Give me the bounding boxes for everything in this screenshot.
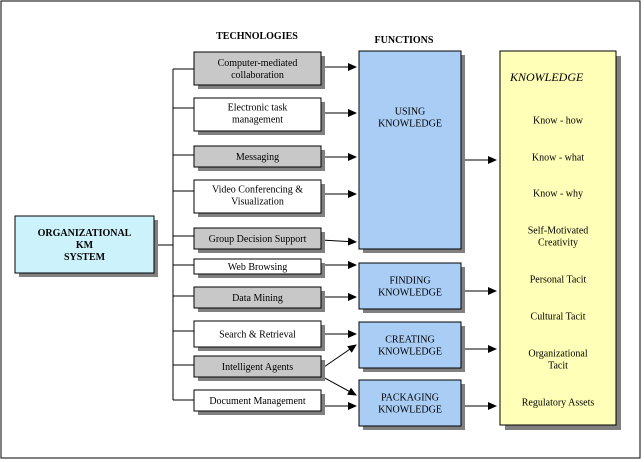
knowledge-item-1-line-1: Know - how xyxy=(533,116,584,127)
tech-to-function-arrow-9 xyxy=(320,344,357,370)
function-box-3-label-line-1: CREATING xyxy=(385,335,434,346)
knowledge-item-7-line-1: Organizational xyxy=(528,349,587,360)
knowledge-item-4-line-2: Creativity xyxy=(538,238,578,249)
tech-box-7: Data Mining xyxy=(193,286,325,312)
tech-box-3: Messaging xyxy=(193,145,325,171)
function-box-2-label-line-2: KNOWLEDGE xyxy=(378,288,442,299)
tech-box-10-rect xyxy=(193,389,322,412)
tech-box-8: Search & Retrieval xyxy=(193,320,325,351)
technologies-header: TECHNOLOGIES xyxy=(216,31,298,42)
knowledge-item-5-line-1: Personal Tacit xyxy=(530,275,587,286)
function-box-1-rect xyxy=(358,50,462,250)
tech-box-2-label-line-2: management xyxy=(232,115,283,126)
function-box-4-label-line-2: KNOWLEDGE xyxy=(378,405,442,416)
connector-lines xyxy=(154,63,497,410)
tech-box-6-label-line-1: Web Browsing xyxy=(228,262,287,273)
tech-box-1-label-line-1: Computer-mediated xyxy=(218,58,298,69)
function-box-2-rect xyxy=(358,262,462,310)
tech-box-3-label-line-1: Messaging xyxy=(236,152,279,163)
knowledge-title: KNOWLEDGE xyxy=(509,70,584,84)
tech-box-9-label-line-1: Intelligent Agents xyxy=(222,362,293,373)
knowledge-item-4-line-1: Self-Motivated xyxy=(528,226,589,237)
tech-to-function-arrow-5 xyxy=(320,237,357,246)
knowledge-item-2-line-1: Know - what xyxy=(532,153,584,164)
tech-box-9: Intelligent Agents xyxy=(193,355,325,381)
function-box-1-label-line-1: USING xyxy=(395,107,426,118)
tech-box-4-rect xyxy=(193,179,322,214)
tech-box-5: Group Decision Support xyxy=(193,227,325,253)
org-system-label-line-2: KM xyxy=(76,240,94,251)
tech-box-5-rect xyxy=(193,227,322,250)
org-system-label-line-1: ORGANIZATIONAL xyxy=(38,228,132,239)
tech-box-10-label-line-1: Document Management xyxy=(209,396,306,407)
tech-box-1-rect xyxy=(193,51,322,86)
technologies-column: Computer-mediatedcollaborationElectronic… xyxy=(193,51,325,415)
tech-box-1-label-line-2: collaboration xyxy=(231,70,284,81)
tech-box-8-rect xyxy=(193,320,322,348)
function-box-2-label-line-1: FINDING xyxy=(389,276,430,287)
tech-box-2-rect xyxy=(193,97,322,132)
tech-box-8-label-line-1: Search & Retrieval xyxy=(219,330,296,341)
function-box-4-rect xyxy=(358,379,462,427)
tech-to-function-arrow-10 xyxy=(320,375,357,396)
tech-box-5-label-line-1: Group Decision Support xyxy=(209,234,307,245)
tech-box-10: Document Management xyxy=(193,389,325,415)
tech-box-7-label-line-1: Data Mining xyxy=(232,293,283,304)
knowledge-item-6-line-1: Cultural Tacit xyxy=(531,312,586,323)
tech-box-4: Video Conferencing &Visualization xyxy=(193,179,325,217)
tech-box-2-label-line-1: Electronic task xyxy=(228,103,288,114)
tech-box-4-label-line-2: Visualization xyxy=(231,197,284,208)
knowledge-box xyxy=(499,50,617,426)
org-system-rect xyxy=(14,215,155,274)
tech-box-6: Web Browsing xyxy=(193,258,325,278)
functions-column: USINGKNOWLEDGEFINDINGKNOWLEDGECREATINGKN… xyxy=(358,50,465,430)
knowledge-item-8-line-1: Regulatory Assets xyxy=(522,398,595,409)
tech-box-3-rect xyxy=(193,145,322,168)
knowledge-item-7-line-2: Tacit xyxy=(548,361,568,372)
functions-header: FUNCTIONS xyxy=(375,35,434,46)
tech-box-6-rect xyxy=(193,258,322,275)
tech-box-9-rect xyxy=(193,355,322,378)
tech-box-7-rect xyxy=(193,286,322,309)
function-box-4-label-line-1: PACKAGING xyxy=(381,393,439,404)
function-box-3-label-line-2: KNOWLEDGE xyxy=(378,347,442,358)
tech-box-4-label-line-1: Video Conferencing & xyxy=(212,185,303,196)
knowledge-item-3-line-1: Know - why xyxy=(533,189,583,200)
function-box-3-rect xyxy=(358,321,462,369)
function-box-1-label-line-2: KNOWLEDGE xyxy=(378,119,442,130)
org-system-label-line-3: SYSTEM xyxy=(64,252,106,263)
